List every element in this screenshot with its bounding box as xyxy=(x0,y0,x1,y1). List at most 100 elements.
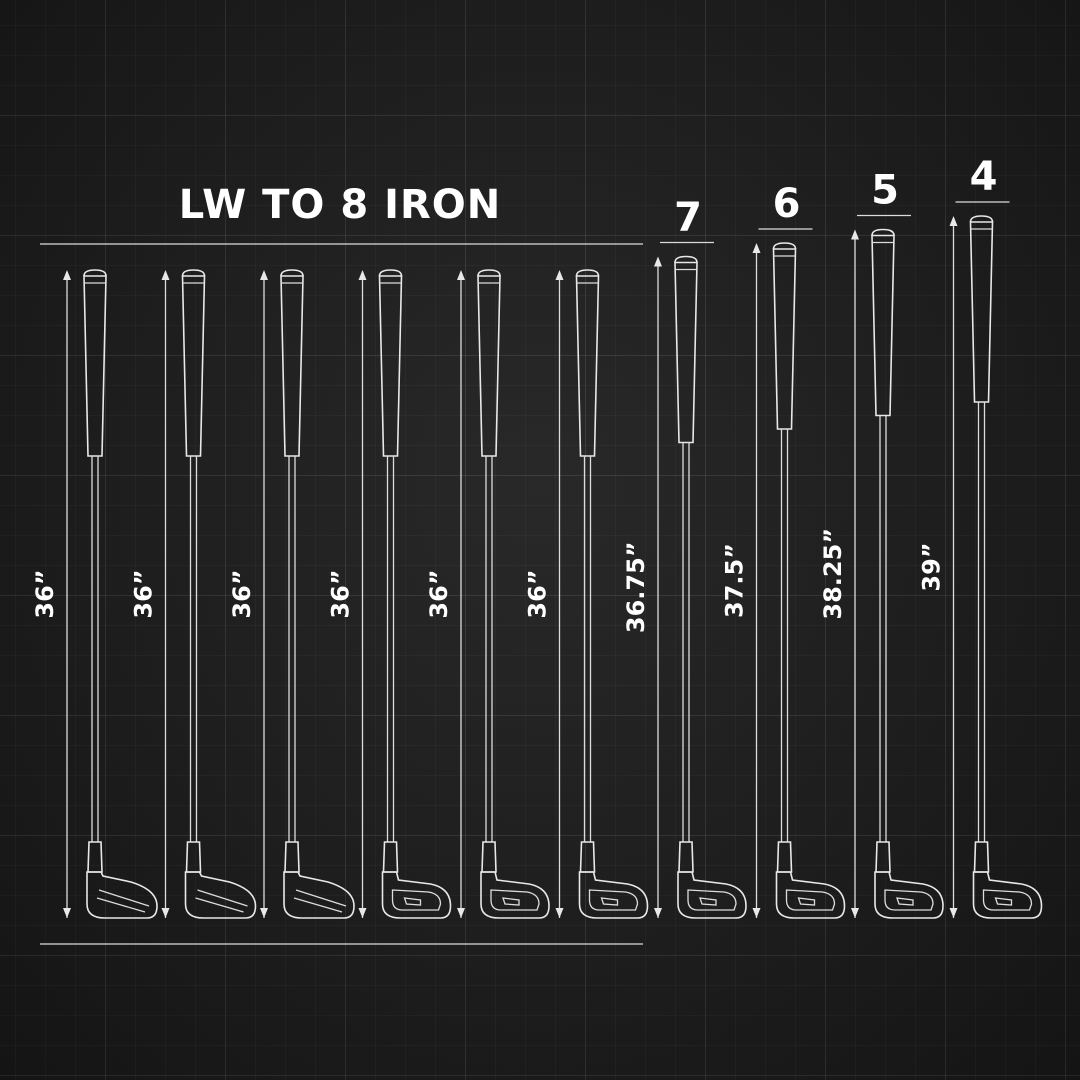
club-9: 38.25” 5 xyxy=(819,168,944,919)
arrow-up-icon xyxy=(358,270,367,280)
cavity-head xyxy=(775,871,846,919)
cavity-badge xyxy=(600,897,619,906)
club-7: 36.75” 7 xyxy=(622,195,747,919)
head-groove xyxy=(195,897,244,913)
arrow-up-icon xyxy=(260,270,268,280)
arrow-down-icon xyxy=(752,908,761,918)
arrow-down-icon xyxy=(260,908,268,918)
club-10: 39” 4 xyxy=(918,154,1043,919)
arrow-down-icon xyxy=(851,908,859,918)
grip xyxy=(83,275,107,457)
length-label: 38.25” xyxy=(819,528,847,620)
grip-cap xyxy=(477,269,501,277)
arrow-down-icon xyxy=(654,908,662,918)
hosel xyxy=(185,841,202,873)
grip xyxy=(772,248,797,430)
arrow-down-icon xyxy=(457,908,465,918)
grip-cap xyxy=(772,242,797,250)
length-label: 36” xyxy=(524,569,552,618)
wedge-head xyxy=(86,871,158,919)
club-8: 37.5”6 xyxy=(721,181,846,919)
cavity-head xyxy=(480,871,550,919)
hosel xyxy=(481,841,497,873)
head-groove xyxy=(295,889,347,907)
club-number: 5 xyxy=(871,168,899,214)
hosel xyxy=(284,841,300,873)
cavity-outline xyxy=(884,889,934,911)
arrow-down-icon xyxy=(161,908,170,918)
arrow-up-icon xyxy=(457,270,465,280)
length-label: 36” xyxy=(130,569,158,618)
club-number: 4 xyxy=(970,154,998,200)
length-label: 39” xyxy=(918,542,946,591)
hosel xyxy=(875,841,891,873)
cavity-outline xyxy=(687,889,737,911)
cavity-outline xyxy=(588,889,639,911)
arrow-up-icon xyxy=(654,256,662,267)
head-groove xyxy=(96,897,146,913)
clubs-group: 36”36”36”36”36”36”36.75”737.5”638.25”539… xyxy=(31,154,1043,919)
grip-cap xyxy=(674,255,698,263)
length-label: 36” xyxy=(228,569,256,618)
cavity-badge xyxy=(699,897,717,906)
cavity-head xyxy=(972,871,1043,919)
arrow-up-icon xyxy=(161,270,170,280)
grip-cap xyxy=(871,228,895,236)
arrow-down-icon xyxy=(63,908,71,918)
club-6: 36” xyxy=(524,269,649,919)
head-groove xyxy=(197,889,248,907)
cavity-head xyxy=(874,871,944,919)
length-label: 36.75” xyxy=(622,541,650,633)
grip xyxy=(477,275,501,457)
hosel xyxy=(87,841,103,873)
cavity-outline xyxy=(982,889,1033,911)
cavity-badge xyxy=(403,897,422,906)
hosel xyxy=(579,841,596,873)
arrow-up-icon xyxy=(851,229,859,240)
cavity-outline xyxy=(391,889,442,911)
grip xyxy=(674,261,698,444)
arrow-up-icon xyxy=(63,270,71,280)
club-2: 36” xyxy=(130,269,257,919)
grip-cap xyxy=(378,269,403,277)
hosel xyxy=(382,841,399,873)
grip xyxy=(871,234,895,417)
cavity-outline xyxy=(490,889,540,911)
grip xyxy=(575,275,600,457)
length-label: 36” xyxy=(327,569,355,618)
cavity-badge xyxy=(994,897,1013,906)
grip xyxy=(181,275,206,457)
wedge-head xyxy=(184,871,257,919)
grip xyxy=(280,275,304,457)
arrow-down-icon xyxy=(555,908,564,918)
grip-cap xyxy=(181,269,206,277)
hosel xyxy=(973,841,990,873)
wedge-head xyxy=(283,871,355,919)
club-4: 36” xyxy=(327,269,452,919)
grip-cap xyxy=(969,215,994,223)
cavity-head xyxy=(677,871,747,919)
grip-cap xyxy=(83,269,107,277)
arrow-up-icon xyxy=(555,270,564,280)
cavity-badge xyxy=(502,897,520,906)
arrow-down-icon xyxy=(949,908,958,918)
grip xyxy=(969,221,994,403)
hosel xyxy=(678,841,694,873)
grip xyxy=(378,275,403,457)
club-5: 36” xyxy=(425,269,550,919)
grip-cap xyxy=(280,269,304,277)
arrow-up-icon xyxy=(949,216,958,226)
group-title: LW TO 8 IRON xyxy=(179,182,502,228)
cavity-head xyxy=(381,871,452,919)
cavity-badge xyxy=(896,897,914,906)
cavity-badge xyxy=(797,897,816,906)
head-groove xyxy=(98,889,150,907)
cavity-head xyxy=(578,871,649,919)
club-number: 7 xyxy=(674,195,702,241)
arrow-up-icon xyxy=(752,243,761,253)
cavity-outline xyxy=(785,889,836,911)
grip-cap xyxy=(575,269,600,277)
length-label: 37.5” xyxy=(721,543,749,618)
